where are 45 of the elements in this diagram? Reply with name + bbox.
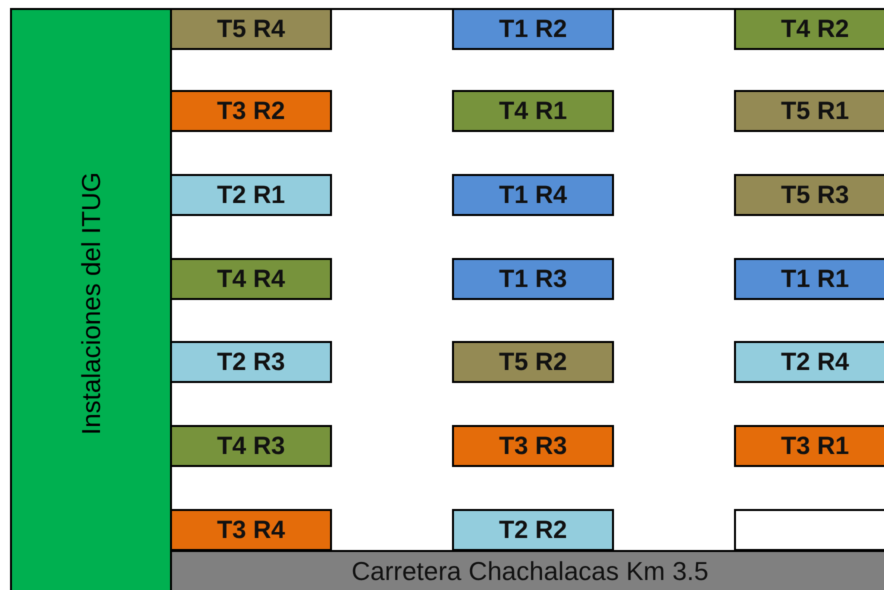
plot-box [734,425,884,467]
plot-box [452,425,614,467]
plot-box [452,509,614,551]
plot-label: T4 R4 [216,264,286,294]
plot-label: T1 R1 [780,264,850,294]
plot-box [734,174,884,216]
plot-label: T3 R1 [780,432,850,460]
plot-box [452,341,614,383]
road-label: Carretera Chachalacas Km 3.5 [352,556,708,586]
plot-box [452,258,614,300]
plot-box [452,90,614,132]
plot-label: T5 R1 [780,96,850,126]
plot-box [170,425,332,467]
plot-label: T1 R3 [498,264,568,294]
plot-label: T5 R2 [498,348,568,376]
plot-label: T2 R1 [216,180,286,210]
plot-box [170,8,332,50]
plot-label: T5 R3 [780,180,850,210]
plot-label: T4 R2 [780,14,850,44]
plot-label: T2 R4 [780,348,850,376]
plot-label: T4 R3 [216,432,286,460]
plot-box [170,90,332,132]
plot-box [734,8,884,50]
plot-box [734,90,884,132]
plot-label: T3 R2 [216,96,286,126]
plot-label: T5 R4 [216,14,286,44]
facilities-band [10,8,172,590]
plot-label: T3 R3 [498,432,568,460]
plot-box [170,174,332,216]
plot-label: T4 R1 [498,96,568,126]
plot-label: T1 R2 [498,14,568,44]
plot-box [452,174,614,216]
plot-box [170,509,332,551]
plot-box [170,258,332,300]
plot-label: T2 R3 [216,348,286,376]
plot-box [170,341,332,383]
plot-label: T1 R4 [498,180,568,210]
empty-plot-box [734,509,884,551]
plot-label: T3 R4 [216,516,286,544]
band-label: Instalaciones del ITUG [76,172,106,434]
plot-label: T2 R2 [498,516,568,544]
plot-box [734,341,884,383]
plot-box [452,8,614,50]
plot-box [734,258,884,300]
road-band [170,550,884,590]
